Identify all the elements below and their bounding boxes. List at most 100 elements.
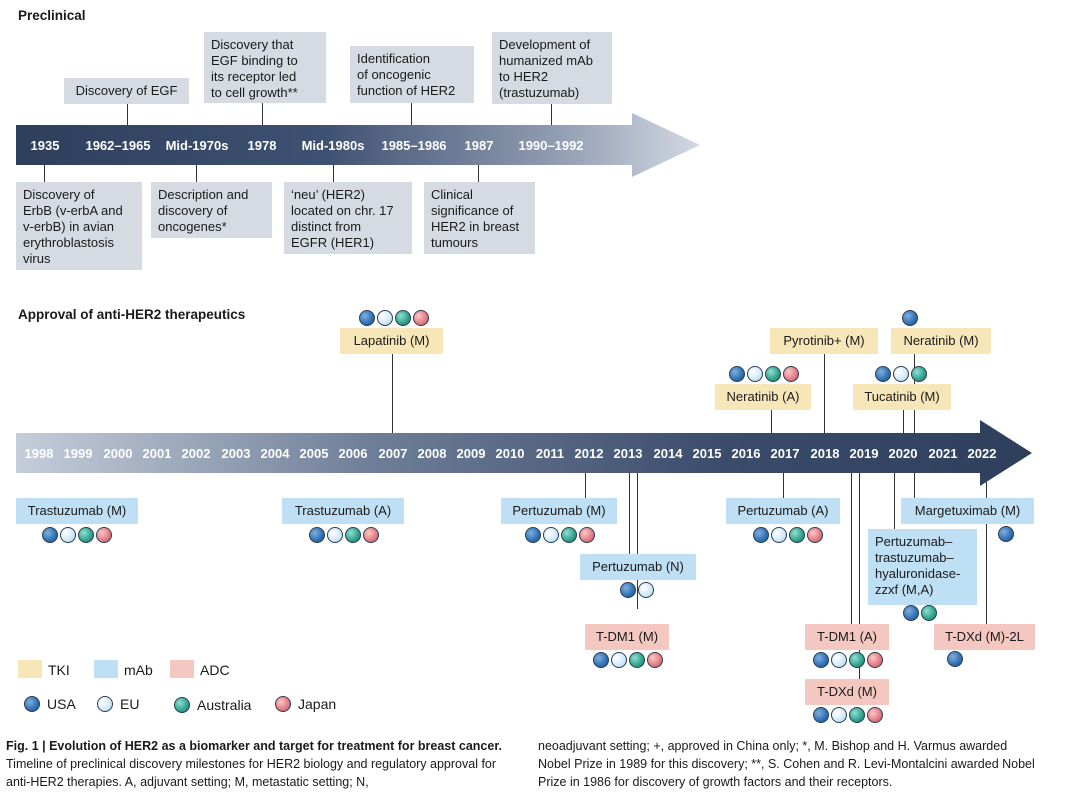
drug-box-trastuzumab-m: Trastuzumab (M) (16, 498, 138, 524)
legend-adc-swatch (170, 660, 194, 678)
preclinical-year: 1978 (247, 138, 277, 153)
legend-eu-label: EU (120, 696, 140, 712)
legend-australia-dot (174, 697, 190, 713)
connector-line (44, 165, 45, 182)
approval-year: 2000 (103, 446, 133, 461)
usa-dot (525, 527, 541, 543)
drug-box-neratinib-m: Neratinib (M) (891, 328, 991, 354)
drug-box-pertuzumab-n: Pertuzumab (N) (580, 554, 696, 580)
connector-line (262, 103, 263, 125)
australia-dot (78, 527, 94, 543)
drug-box-tdxd-m: T-DXd (M) (805, 679, 889, 705)
connector-line (196, 165, 197, 182)
drug-box-phesgo: Pertuzumab– trastuzumab– hyaluronidase- … (868, 529, 977, 605)
australia-dot (849, 707, 865, 723)
milestone-box: Discovery of ErbB (v-erbA and v-erbB) in… (16, 182, 142, 270)
approval-year: 2006 (338, 446, 368, 461)
approval-year: 2001 (142, 446, 172, 461)
approval-regions (902, 310, 920, 328)
drug-box-tucatinib: Tucatinib (M) (853, 384, 951, 410)
approval-regions (729, 366, 799, 384)
approval-year: 2013 (613, 446, 643, 461)
connector-line (903, 410, 904, 433)
drug-box-tdm1-a: T-DM1 (A) (805, 624, 889, 650)
connector-line (914, 473, 915, 498)
connector-line (127, 104, 128, 125)
legend-japan-dot (275, 696, 291, 712)
japan-dot (413, 310, 429, 326)
eu-dot (831, 707, 847, 723)
japan-dot (807, 527, 823, 543)
usa-dot (593, 652, 609, 668)
approval-year: 2003 (221, 446, 251, 461)
approval-regions (753, 527, 823, 545)
preclinical-timeline-arrow (16, 113, 700, 177)
japan-dot (96, 527, 112, 543)
usa-dot (729, 366, 745, 382)
eu-dot (327, 527, 343, 543)
usa-dot (813, 707, 829, 723)
legend-japan-label: Japan (298, 696, 337, 712)
approval-year: 2009 (456, 446, 486, 461)
drug-box-pertuzumab-m: Pertuzumab (M) (501, 498, 617, 524)
connector-line (629, 473, 630, 554)
approval-year: 2012 (574, 446, 604, 461)
legend-adc-label: ADC (200, 662, 230, 678)
connector-line (986, 482, 987, 498)
approval-year: 2022 (967, 446, 997, 461)
connector-line (783, 473, 784, 498)
legend-tki-label: TKI (48, 662, 70, 678)
preclinical-year: 1987 (464, 138, 494, 153)
legend-australia-label: Australia (197, 697, 252, 713)
australia-dot (765, 366, 781, 382)
japan-dot (647, 652, 663, 668)
milestone-box: Description and discovery of oncogenes* (151, 182, 272, 238)
approval-regions (947, 651, 965, 669)
drug-box-pertuzumab-a: Pertuzumab (A) (726, 498, 840, 524)
approval-regions (593, 652, 663, 670)
preclinical-year: Mid-1970s (165, 138, 229, 153)
approval-timeline-arrow (16, 420, 1032, 486)
approval-regions (813, 652, 883, 670)
connector-line (333, 165, 334, 182)
drug-box-tdxd-2l: T-DXd (M)-2L (934, 624, 1035, 650)
legend-tki-swatch (18, 660, 42, 678)
connector-line (894, 473, 895, 529)
australia-dot (849, 652, 865, 668)
usa-dot (42, 527, 58, 543)
eu-dot (377, 310, 393, 326)
japan-dot (579, 527, 595, 543)
preclinical-year: 1962–1965 (85, 138, 151, 153)
approval-regions (813, 707, 883, 725)
australia-dot (921, 605, 937, 621)
preclinical-year: 1985–1986 (381, 138, 447, 153)
connector-line (411, 103, 412, 125)
australia-dot (629, 652, 645, 668)
australia-dot (345, 527, 361, 543)
connector-line (392, 354, 393, 433)
usa-dot (903, 605, 919, 621)
drug-box-neratinib-a: Neratinib (A) (715, 384, 811, 410)
legend-usa-label: USA (47, 696, 76, 712)
japan-dot (363, 527, 379, 543)
approval-regions (620, 582, 656, 600)
legend-mab-label: mAb (124, 662, 153, 678)
approval-year: 1999 (63, 446, 93, 461)
usa-dot (998, 526, 1014, 542)
eu-dot (831, 652, 847, 668)
connector-line (771, 410, 772, 433)
approval-regions (309, 527, 379, 545)
approval-year: 2005 (299, 446, 329, 461)
approval-regions (903, 605, 939, 623)
approval-year: 2010 (495, 446, 525, 461)
japan-dot (867, 707, 883, 723)
milestone-box: Development of humanized mAb to HER2 (tr… (492, 32, 612, 104)
drug-box-lapatinib: Lapatinib (M) (340, 328, 443, 354)
milestone-box: Discovery that EGF binding to its recept… (204, 32, 326, 103)
preclinical-year: 1990–1992 (518, 138, 584, 153)
australia-dot (561, 527, 577, 543)
usa-dot (875, 366, 891, 382)
australia-dot (911, 366, 927, 382)
connector-line (637, 473, 638, 609)
